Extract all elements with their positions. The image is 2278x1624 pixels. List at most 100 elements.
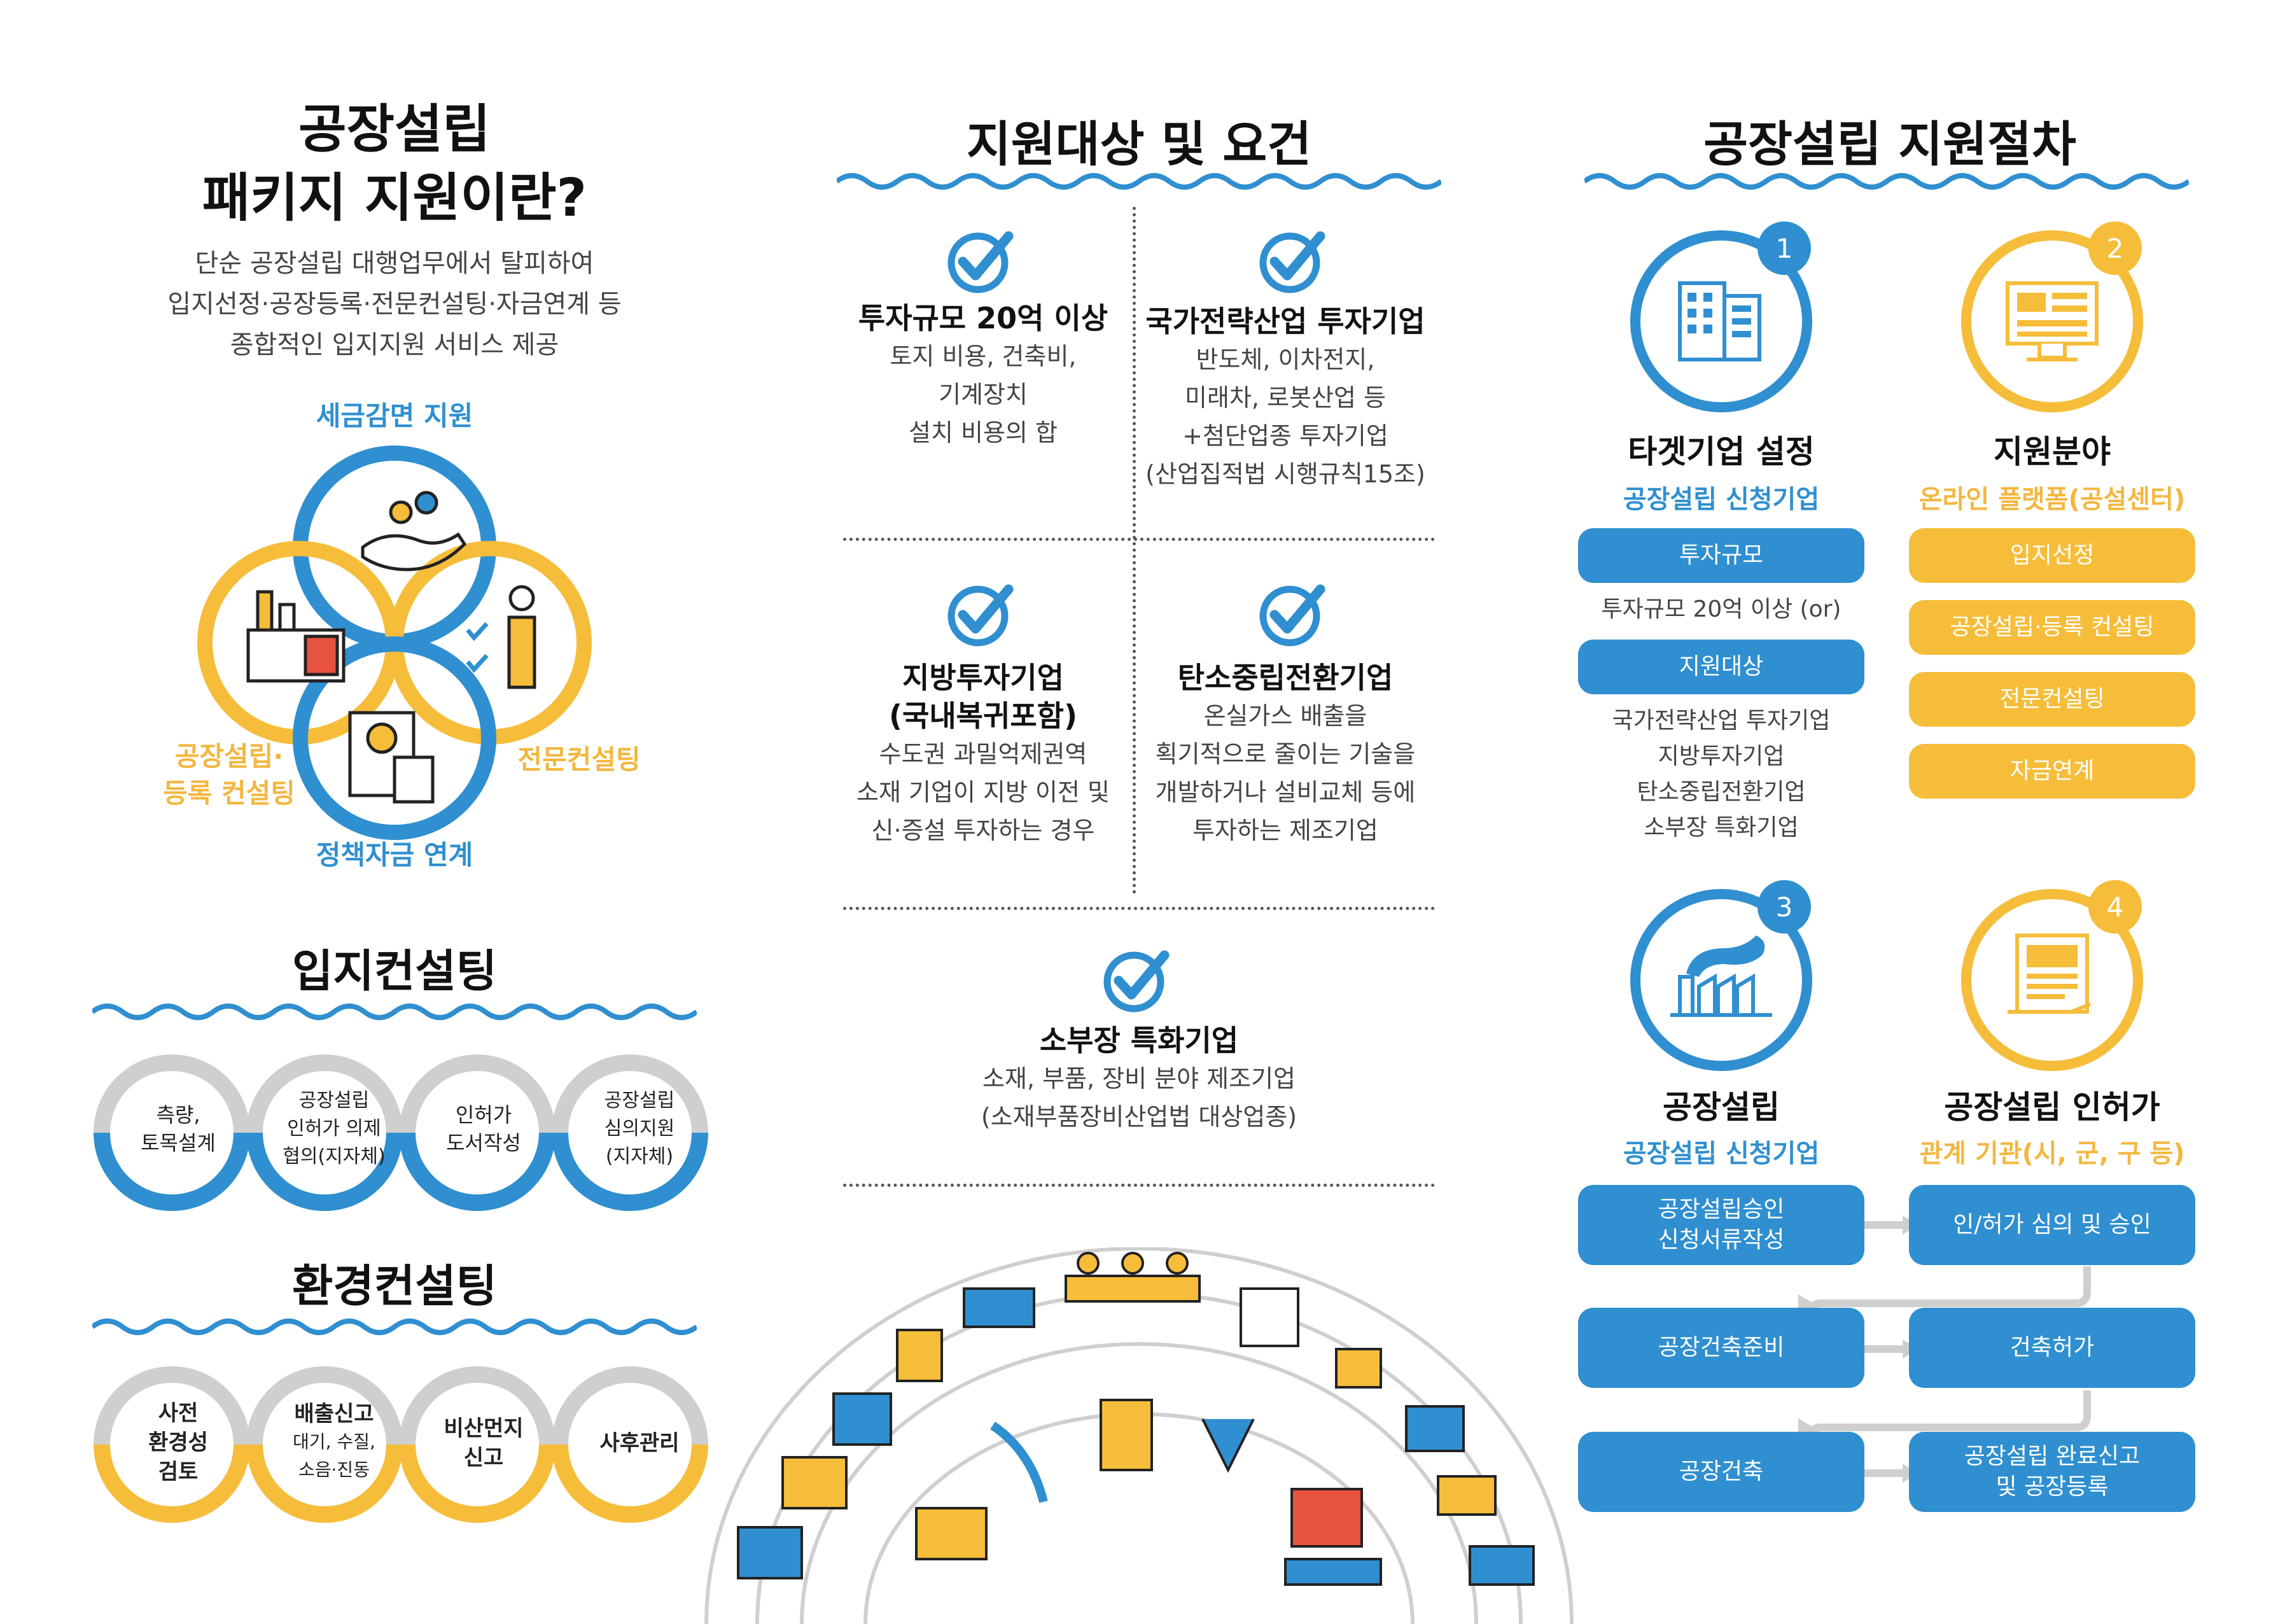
card-text: 토지 비용, 건축비, 기계장치 설치 비용의 합: [840, 337, 1126, 452]
venn-label-left-line2: 등록 컨설팅: [163, 778, 295, 809]
card-text-line: 기계장치: [939, 381, 1028, 409]
flow-line: 공장설립승인: [1658, 1196, 1785, 1222]
env-item-4-line: 사후관리: [599, 1431, 680, 1456]
middle-divider-vertical: [1133, 207, 1136, 894]
site-consulting-rings: [94, 1054, 708, 1211]
card-title: 지방투자기업 (국내복귀포함): [840, 659, 1126, 735]
env-consulting-rings: [94, 1366, 708, 1523]
site-item-2-line: 협의(지자체): [283, 1145, 386, 1168]
requirement-card-materials-parts: 소부장 특화기업 소재, 부품, 장비 분야 제조기업 (소재부품장비산업법 대…: [891, 1021, 1387, 1136]
card-text-line: 토지 비용, 건축비,: [890, 342, 1077, 370]
desc-line: 종합적인 입지지원 서비스 제공: [230, 330, 559, 360]
card-title: 투자규모 20억 이상: [858, 301, 1108, 335]
env-item-2: 배출신고 대기, 수질, 소음·진동: [261, 1400, 407, 1484]
site-item-4: 공장설립 심의지원 (지자체): [566, 1087, 713, 1171]
site-consulting-title: 입지컨설팅: [292, 945, 497, 997]
step1-pill-target: 지원대상: [1578, 640, 1864, 694]
card-text-line: 수도권 과밀억제권역: [879, 740, 1087, 768]
flow-line: 및 공장등록: [1995, 1474, 2109, 1500]
step1-building-icon: [1630, 230, 1812, 412]
step2-pill-factory-consulting: 공장설립·등록 컨설팅: [1909, 600, 2195, 655]
card-text: 소재, 부품, 장비 분야 제조기업 (소재부품장비산업법 대상업종): [891, 1060, 1387, 1136]
left-title-line1: 공장설립: [298, 99, 491, 160]
step4-title: 공장설립 인허가: [1944, 1089, 2160, 1126]
card-text-line: 신·증설 투자하는 경우: [871, 816, 1095, 844]
site-item-2: 공장설립 인허가 의제 협의(지자체): [261, 1087, 407, 1171]
flow-line: 신청서류작성: [1658, 1227, 1785, 1253]
flow-step-construction: 공장건축: [1578, 1432, 1864, 1512]
middle-divider-1: [843, 538, 1435, 541]
venn-label-right: 전문컨설팅: [517, 744, 641, 775]
middle-divider-2: [843, 907, 1435, 910]
flow-line: 공장설립 완료신고: [1964, 1443, 2141, 1469]
flow-step-review-approval: 인/허가 심의 및 승인: [1909, 1185, 2195, 1265]
env-item-2-line: 대기, 수질,: [293, 1431, 375, 1452]
env-item-2-line: 소음·진동: [298, 1459, 370, 1480]
middle-divider-3: [843, 1184, 1435, 1187]
env-item-3-line: 신고: [463, 1445, 504, 1471]
step1-target-list: 국가전략산업 투자기업 지방투자기업 탄소중립전환기업 소부장 특화기업: [1578, 703, 1864, 846]
step2-title: 지원분야: [1994, 433, 2111, 470]
step2-subtitle: 온라인 플랫폼(공설센터): [1918, 485, 2186, 514]
flow-step-completion-registration: 공장설립 완료신고 및 공장등록: [1909, 1432, 2195, 1512]
env-item-1: 사전 환경성 검토: [111, 1399, 245, 1487]
site-item-2-line: 공장설립: [298, 1089, 370, 1112]
site-item-2-line: 인허가 의제: [287, 1117, 381, 1140]
card-text-line: 투자하는 제조기업: [1192, 816, 1378, 844]
venn-label-top: 세금감면 지원: [316, 400, 473, 431]
desc-line: 입지선정·공장등록·전문컨설팅·자금연계 등: [167, 290, 622, 319]
requirement-card-investment: 투자규모 20억 이상 토지 비용, 건축비, 기계장치 설치 비용의 합: [840, 299, 1126, 452]
step3-subtitle: 공장설립 신청기업: [1623, 1139, 1820, 1168]
step2-pill-funding: 자금연계: [1909, 744, 2195, 799]
card-text-line: 획기적으로 줄이는 기술을: [1155, 740, 1416, 768]
step3-factory-icon: [1630, 889, 1812, 1071]
step1-pill-investment: 투자규모: [1578, 528, 1864, 583]
site-item-1-line: 토목설계: [141, 1131, 216, 1155]
money-hand-icon: [361, 491, 467, 571]
step2-monitor-icon: [1961, 230, 2143, 412]
step3-badge: 3: [1757, 880, 1811, 934]
check-icon: [1103, 950, 1170, 1012]
step1-subtitle: 공장설립 신청기업: [1623, 485, 1820, 514]
check-icon: [1259, 584, 1325, 647]
card-text-line: (산업집적법 시행규칙15조): [1145, 460, 1425, 488]
card-text-line: 설치 비용의 합: [909, 419, 1058, 447]
site-item-1: 측량, 토목설계: [111, 1101, 245, 1157]
site-item-3-line: 인허가: [455, 1103, 512, 1127]
step1-badge: 1: [1757, 221, 1811, 275]
requirement-card-carbon-neutral: 탄소중립전환기업 온실가스 배출을 획기적으로 줄이는 기술을 개발하거나 설비…: [1139, 659, 1432, 850]
venn-label-left-line1: 공장설립·: [174, 741, 284, 772]
right-title-wave: [1584, 173, 2189, 190]
card-title: 소부장 특화기업: [1039, 1023, 1239, 1058]
check-icon: [947, 584, 1014, 647]
check-icon: [1259, 231, 1325, 293]
site-item-4-line: (지자체): [605, 1145, 674, 1168]
consultant-icon: [466, 585, 536, 689]
site-item-1-line: 측량,: [156, 1103, 200, 1127]
card-text: 온실가스 배출을 획기적으로 줄이는 기술을 개발하거나 설비교체 등에 투자하…: [1139, 697, 1432, 850]
calculator-clipboard-icon: [348, 711, 435, 804]
machine-icons: [737, 1252, 1535, 1586]
step1-investment-text: 투자규모 20억 이상 (or): [1601, 596, 1841, 622]
check-icon: [947, 231, 1014, 293]
env-item-1-line: 환경성: [148, 1430, 208, 1455]
env-item-4: 사후관리: [566, 1429, 713, 1458]
card-text-line: 소재 기업이 지방 이전 및: [856, 778, 1110, 806]
site-item-3: 인허가 도서작성: [417, 1101, 550, 1157]
site-consulting-wave: [92, 1004, 697, 1020]
env-consulting-title: 환경컨설팅: [292, 1260, 497, 1312]
card-text-line: 개발하거나 설비교체 등에: [1155, 778, 1416, 806]
card-text-line: 미래차, 로봇산업 등: [1185, 384, 1386, 412]
card-text-line: +첨단업종 투자기업: [1182, 422, 1388, 450]
target-item: 국가전략산업 투자기업: [1612, 708, 1831, 734]
site-item-4-line: 공장설립: [604, 1089, 675, 1112]
step4-subtitle: 관계 기관(시, 군, 구 등): [1919, 1139, 2185, 1168]
step2-pill-site-selection: 입지선정: [1909, 528, 2195, 583]
venn-diagram: [197, 445, 592, 840]
step4-badge: 4: [2088, 880, 2142, 934]
requirement-card-strategic-industry: 국가전략산업 투자기업 반도체, 이차전지, 미래차, 로봇산업 등 +첨단업종…: [1139, 302, 1432, 493]
left-title-line2: 패키지 지원이란?: [202, 168, 587, 228]
middle-title-wave: [837, 173, 1441, 190]
card-text-line: 반도체, 이차전지,: [1196, 346, 1375, 374]
site-item-3-line: 도서작성: [446, 1131, 521, 1155]
